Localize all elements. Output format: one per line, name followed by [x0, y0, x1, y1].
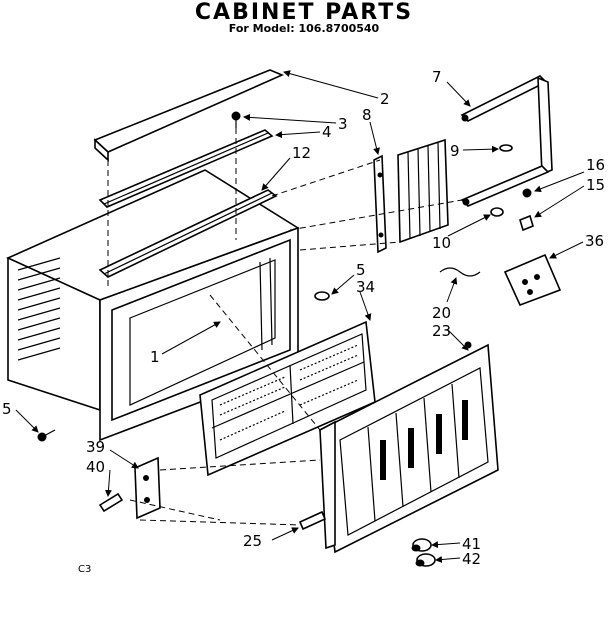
bracket-15: [519, 214, 534, 232]
callout-leaders: [15, 70, 585, 563]
callout-9: 9: [450, 142, 460, 160]
callout-7: 7: [432, 68, 442, 86]
callout-8: 8: [362, 106, 372, 124]
front-grille-23: [319, 341, 499, 554]
filter-34: [199, 320, 376, 477]
callout-5-lower: 5: [2, 400, 12, 418]
callout-25: 25: [243, 532, 262, 550]
screw-10: [490, 207, 504, 217]
callout-42: 42: [462, 550, 481, 568]
callout-36: 36: [585, 232, 604, 250]
knob-41: [411, 538, 432, 552]
callout-20: 20: [432, 304, 451, 322]
callout-23: 23: [432, 322, 451, 340]
pin-25: [298, 510, 327, 531]
knob-42: [415, 553, 436, 567]
screw-40: [98, 492, 124, 513]
side-frame-7: [460, 75, 553, 207]
assembly-lines: [107, 128, 463, 526]
diagram-subtitle: For Model: 106.8700540: [228, 22, 380, 35]
callout-1: 1: [150, 348, 160, 366]
callout-10: 10: [432, 234, 451, 252]
screw-16: [522, 188, 532, 198]
callout-34: 34: [356, 278, 375, 296]
top-rail: [93, 69, 285, 162]
cabinet-shell: [6, 169, 300, 442]
diagram-title: CABINET PARTS: [194, 0, 414, 25]
wire-20: [439, 267, 481, 277]
callout-labels: 2 3 4 12 8 7 9 16 15 10 36 5 34 20 23 1 …: [2, 68, 605, 575]
callout-12: 12: [292, 144, 311, 162]
side-strip-8: [373, 154, 387, 254]
callout-40: 40: [86, 458, 105, 476]
callout-39: 39: [86, 438, 105, 456]
screw-5-upper: [314, 291, 330, 301]
callout-15: 15: [586, 176, 605, 194]
callout-3: 3: [338, 115, 348, 133]
rail-4: [98, 129, 274, 208]
corner-code: C3: [78, 564, 91, 575]
callout-4: 4: [322, 123, 332, 141]
callout-5-upper: 5: [356, 261, 366, 279]
bracket-39: [134, 456, 161, 520]
callout-41: 41: [462, 535, 481, 553]
curtain-panel: [397, 138, 449, 244]
callout-2: 2: [380, 90, 390, 108]
screw-3: [231, 111, 241, 128]
screw-5-lower: [37, 429, 56, 442]
callout-16: 16: [586, 156, 605, 174]
bracket-36: [503, 253, 562, 307]
screw-9: [499, 144, 513, 152]
rail-12: [98, 189, 278, 278]
